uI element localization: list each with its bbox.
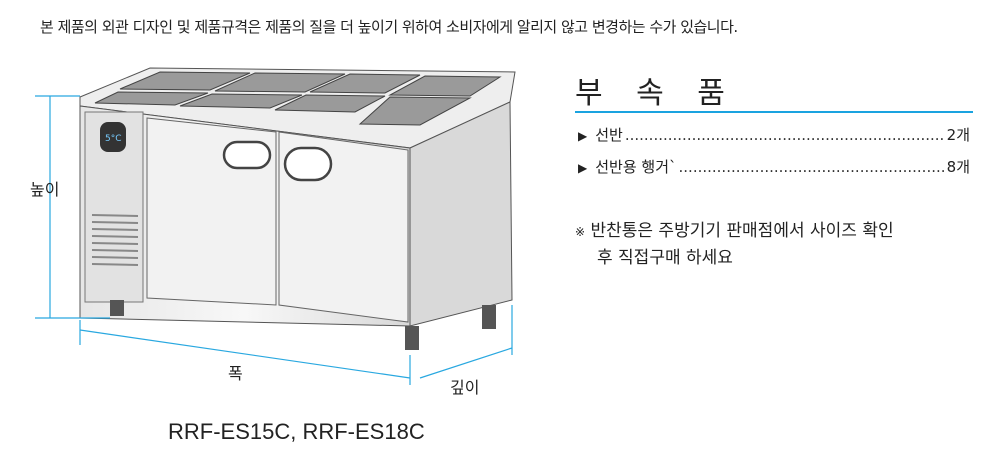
height-label: 높이 [30, 180, 60, 199]
accessories-list: ▶ 선반 ...................................… [578, 124, 970, 188]
list-item: ▶ 선반용 행거` ..............................… [578, 156, 970, 188]
triangle-bullet-icon: ▶ [578, 161, 588, 175]
model-names: RRF-ES15C, RRF-ES18C [168, 419, 425, 444]
side-panel [409, 101, 513, 327]
depth-label: 깊이 [450, 378, 480, 397]
temperature-display [100, 122, 126, 152]
legs [110, 300, 496, 350]
item-qty: 2개 [946, 126, 970, 144]
item-qty: 8개 [946, 158, 970, 176]
leader-dots: ........................................… [624, 126, 945, 144]
vent-grille [91, 214, 139, 266]
note-line-2: 후 직접구매 하세요 [597, 248, 733, 268]
purchase-note: ※ 반찬통은 주방기기 판매점에서 사이즈 확인 후 직접구매 하세요 [575, 218, 985, 271]
accessories-divider [575, 111, 973, 113]
list-item: ▶ 선반 ...................................… [578, 124, 970, 156]
item-name: 선반용 행거` [595, 158, 677, 176]
leader-dots: ........................................… [678, 158, 945, 176]
food-pans [94, 71, 502, 126]
design-change-notice: 본 제품의 외관 디자인 및 제품규격은 제품의 질을 더 높이기 위하여 소비… [40, 18, 738, 36]
note-line-1: 반찬통은 주방기기 판매점에서 사이즈 확인 [590, 221, 894, 241]
accessories-title: 부 속 품 [575, 76, 737, 111]
svg-text:5°C: 5°C [105, 134, 122, 144]
left-door-handle [222, 140, 272, 170]
dimension-lines [35, 95, 513, 385]
right-door-handle [283, 146, 333, 182]
reference-mark: ※ [575, 225, 586, 239]
triangle-bullet-icon: ▶ [578, 129, 588, 143]
item-name: 선반 [595, 126, 623, 144]
width-label: 폭 [228, 364, 243, 383]
